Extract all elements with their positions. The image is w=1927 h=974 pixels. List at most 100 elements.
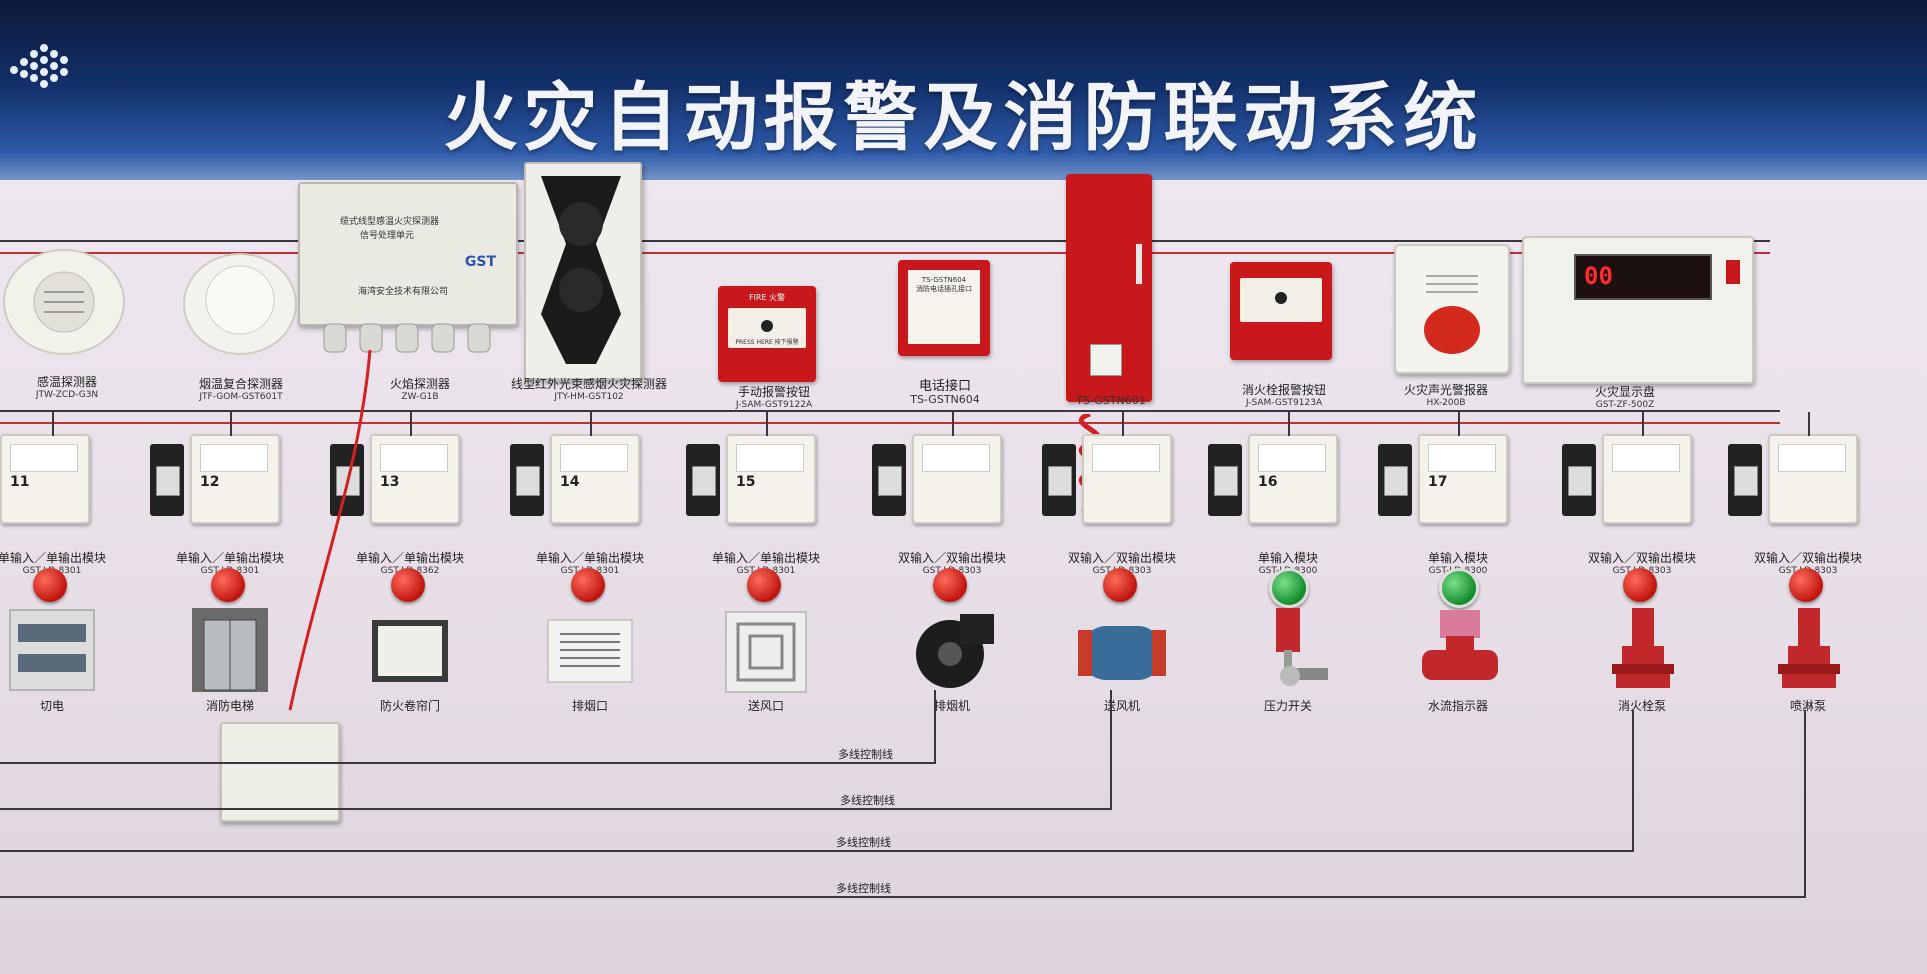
red-indicator-icon bbox=[391, 568, 425, 602]
io-module bbox=[1082, 434, 1172, 524]
module-number: 16 bbox=[1258, 474, 1278, 490]
bus-wire bbox=[0, 410, 1780, 412]
drop-wire bbox=[1642, 412, 1644, 436]
drop-wire bbox=[1122, 412, 1124, 436]
relay bbox=[510, 444, 544, 516]
relay bbox=[1042, 444, 1076, 516]
fan-icon bbox=[904, 606, 1000, 694]
equipment-label: 排烟口 bbox=[571, 699, 608, 713]
page-title: 火灾自动报警及消防联动系统 bbox=[443, 75, 1484, 161]
module-cover bbox=[736, 444, 804, 472]
module-number: 12 bbox=[200, 474, 220, 490]
pump-icon bbox=[1760, 606, 1856, 694]
beam-lens-icon bbox=[541, 176, 621, 364]
bus-wire-red bbox=[0, 422, 1780, 424]
red-indicator-icon bbox=[1623, 568, 1657, 602]
io-module: 16 bbox=[1248, 434, 1338, 524]
control-line bbox=[0, 850, 1634, 852]
module-cover bbox=[1612, 444, 1680, 472]
equipment-label: 送风机 bbox=[1103, 699, 1140, 713]
red-cable bbox=[280, 349, 380, 720]
relay bbox=[872, 444, 906, 516]
drop-wire bbox=[1458, 412, 1460, 436]
module-cover bbox=[200, 444, 268, 472]
iface-text: 消防电话插孔接口 bbox=[916, 285, 972, 293]
smoke-heat-detector bbox=[182, 250, 298, 356]
phone-interface: TS-GSTN604 消防电话插孔接口 bbox=[898, 260, 990, 356]
control-line-label: 多线控制线 bbox=[838, 748, 893, 761]
unit-text: 海湾安全技术有限公司 bbox=[358, 287, 449, 297]
heat-detector-icon bbox=[3, 249, 125, 355]
button-label: FIRE 火警 bbox=[748, 293, 786, 302]
relay bbox=[1378, 444, 1412, 516]
smoke-detector-icon bbox=[183, 253, 297, 355]
red-indicator-icon bbox=[1103, 568, 1137, 602]
equipment-label: 喷淋泵 bbox=[1789, 699, 1826, 713]
control-line-label: 多线控制线 bbox=[836, 882, 891, 895]
logo-icon bbox=[10, 44, 68, 88]
title-banner: 火灾自动报警及消防联动系统 bbox=[0, 0, 1927, 190]
equipment-label: 送风口 bbox=[747, 699, 784, 713]
hydrant-alarm-button[interactable] bbox=[1230, 262, 1332, 360]
control-line bbox=[0, 896, 1806, 898]
bus-wire-red bbox=[0, 252, 1770, 254]
module-number: 14 bbox=[560, 474, 580, 490]
relay bbox=[686, 444, 720, 516]
module-cover bbox=[1092, 444, 1160, 472]
pump-icon bbox=[1594, 606, 1690, 694]
green-indicator-icon bbox=[1269, 568, 1309, 608]
drop-wire bbox=[952, 412, 954, 436]
control-line-label: 多线控制线 bbox=[840, 794, 895, 807]
manual-alarm-button[interactable]: FIRE 火警 PRESS HERE 按下报警 bbox=[718, 286, 816, 382]
brand-logo: GST bbox=[464, 254, 496, 270]
control-line bbox=[1804, 710, 1806, 898]
io-module: 17 bbox=[1418, 434, 1508, 524]
indicator-icon bbox=[1410, 606, 1506, 694]
control-line bbox=[0, 762, 936, 764]
iface-text: TS-GSTN604 bbox=[921, 276, 967, 284]
control-line bbox=[934, 690, 936, 764]
shutter-icon bbox=[362, 606, 458, 694]
module-cover bbox=[560, 444, 628, 472]
red-indicator-icon bbox=[211, 568, 245, 602]
io-module bbox=[1602, 434, 1692, 524]
io-module: 13 bbox=[370, 434, 460, 524]
beam-smoke-detector bbox=[524, 162, 642, 380]
panel-key[interactable] bbox=[1726, 260, 1740, 284]
diffuser-icon bbox=[718, 606, 814, 694]
button-instruction: PRESS HERE 按下报警 bbox=[735, 339, 799, 346]
module-number: 17 bbox=[1428, 474, 1448, 490]
drop-wire bbox=[766, 412, 768, 436]
fire-telephone[interactable] bbox=[1066, 174, 1152, 402]
equipment-label: 排烟机 bbox=[933, 699, 970, 713]
io-module: 14 bbox=[550, 434, 640, 524]
control-line-label: 多线控制线 bbox=[836, 836, 891, 849]
signal-processing-unit: 缆式线型感温火灾探测器 信号处理单元 GST 海湾安全技术有限公司 bbox=[298, 182, 518, 326]
cable-glands bbox=[322, 322, 492, 356]
module-cover bbox=[1258, 444, 1326, 472]
device-label: TS-GSTN601 bbox=[1076, 394, 1146, 407]
red-indicator-icon bbox=[571, 568, 605, 602]
control-line bbox=[1632, 710, 1634, 852]
drop-wire bbox=[1808, 412, 1810, 436]
module-cover bbox=[1778, 444, 1846, 472]
switch-icon bbox=[1240, 606, 1336, 694]
sounder-strobe bbox=[1394, 244, 1510, 374]
drop-wire bbox=[52, 412, 54, 436]
grille-icon bbox=[542, 606, 638, 694]
relay bbox=[1208, 444, 1242, 516]
module-number: 13 bbox=[380, 474, 400, 490]
io-module: 12 bbox=[190, 434, 280, 524]
heat-detector bbox=[2, 246, 126, 356]
relay bbox=[150, 444, 184, 516]
unit-text: 缆式线型感温火灾探测器 bbox=[340, 217, 440, 227]
relay bbox=[1728, 444, 1762, 516]
